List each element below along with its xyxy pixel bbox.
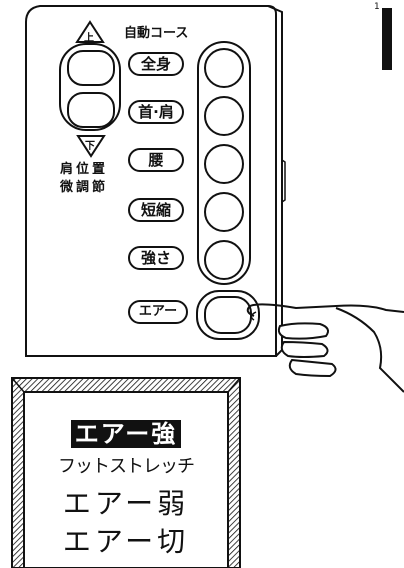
display-line-foot-stretch: フットストレッチ xyxy=(58,456,195,477)
course-button-zenshin[interactable] xyxy=(204,48,244,88)
pointing-hand-icon xyxy=(246,303,404,393)
course-label-koshi: 腰 xyxy=(128,148,184,172)
course-label-air: エアー xyxy=(128,300,188,324)
up-arrow-icon xyxy=(75,20,105,43)
position-down-button[interactable] xyxy=(67,92,115,128)
display-line-air-strong: エアー強 xyxy=(24,414,228,448)
position-up-button[interactable] xyxy=(67,50,115,86)
display-line-air-strong-text: エアー強 xyxy=(70,420,182,448)
display-line-air-off: エアー切 xyxy=(62,525,190,558)
remote-side-edge xyxy=(267,5,283,357)
course-button-tanshuku[interactable] xyxy=(204,192,244,232)
page-marker-bar xyxy=(382,8,392,70)
remote-side-notch xyxy=(281,159,286,203)
course-label-zenshin: 全身 xyxy=(128,52,184,76)
display-screen: エアー強 フットストレッチ エアー弱 エアー切 xyxy=(24,396,228,564)
down-arrow-icon xyxy=(76,135,106,158)
course-title: 自動コース xyxy=(124,26,189,41)
up-arrow-label: 上 xyxy=(84,33,94,44)
position-adjust-label-line2: 微調節 xyxy=(60,180,109,195)
course-button-kubi-kata[interactable] xyxy=(204,96,244,136)
course-label-tanshuku: 短縮 xyxy=(128,198,184,222)
position-adjust-label-line1: 肩位置 xyxy=(60,162,109,177)
course-button-koshi[interactable] xyxy=(204,144,244,184)
course-label-kubi-kata: 首·肩 xyxy=(128,100,184,124)
down-arrow-label: 下 xyxy=(85,141,95,152)
display-line-air-weak: エアー弱 xyxy=(62,487,190,520)
course-button-tsuyosa[interactable] xyxy=(204,240,244,280)
course-label-tsuyosa: 強さ xyxy=(128,246,184,270)
page-marker-text: 1 xyxy=(374,2,380,12)
